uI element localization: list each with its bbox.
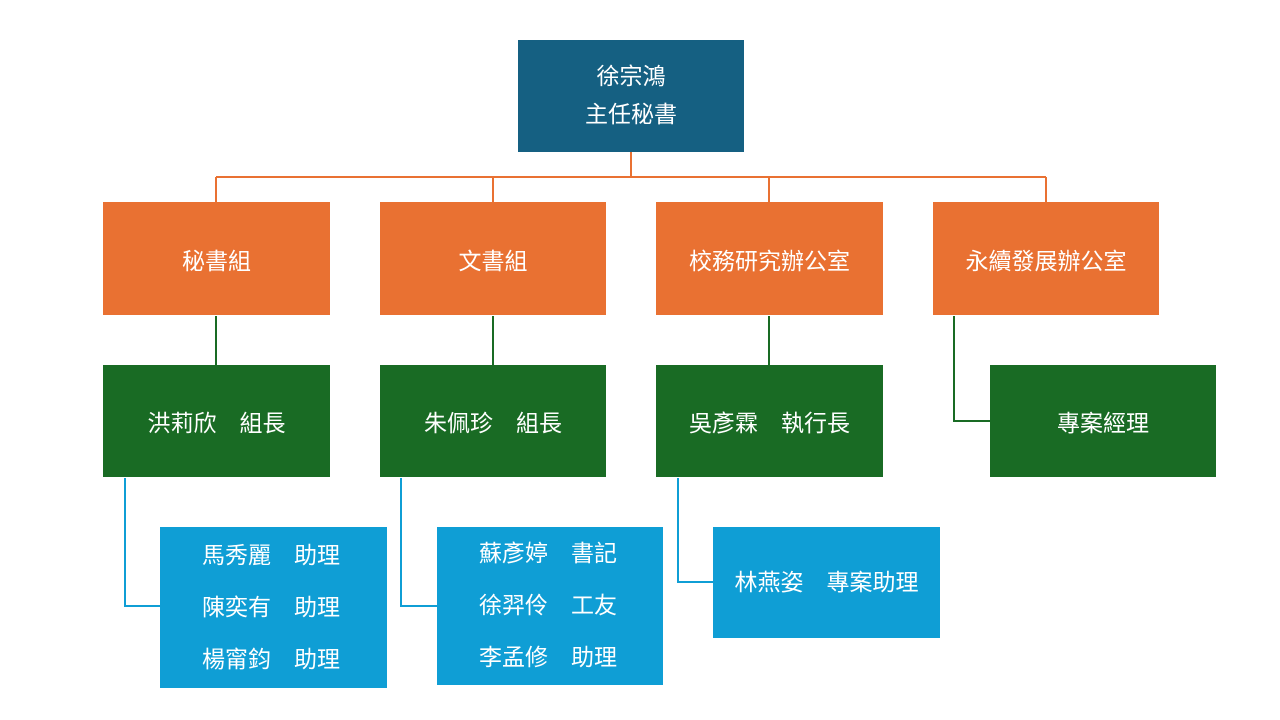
top-title: 主任秘書 <box>585 102 677 128</box>
staff-member: 李孟修 助理 <box>479 645 617 671</box>
dept-label: 校務研究辦公室 <box>689 248 850 275</box>
lead-label: 專案經理 <box>1057 411 1149 437</box>
staff-member: 徐羿伶 工友 <box>479 593 617 619</box>
top-node: 徐宗鴻 主任秘書 <box>518 40 744 152</box>
staff-secretariat: 馬秀麗 助理 陳奕有 助理 楊甯鈞 助理 <box>160 527 387 688</box>
top-connector <box>215 152 1047 202</box>
lead-label: 朱佩珍 組長 <box>424 411 562 437</box>
staff-member: 林燕姿 專案助理 <box>734 569 919 596</box>
dept-lead-connector <box>215 316 990 422</box>
lead-documents: 朱佩珍 組長 <box>380 365 606 477</box>
lead-institutional-research: 吳彥霖 執行長 <box>656 365 883 477</box>
lead-label: 吳彥霖 執行長 <box>689 411 850 437</box>
staff-member: 馬秀麗 助理 <box>202 542 340 569</box>
dept-label: 永續發展辦公室 <box>965 248 1127 275</box>
staff-documents: 蘇彥婷 書記 徐羿伶 工友 李孟修 助理 <box>437 527 663 685</box>
staff-member: 蘇彥婷 書記 <box>479 541 617 567</box>
lead-sustainability: 專案經理 <box>990 365 1216 477</box>
dept-institutional-research: 校務研究辦公室 <box>656 202 883 315</box>
top-name: 徐宗鴻 <box>596 64 666 90</box>
dept-label: 秘書組 <box>182 248 251 275</box>
dept-sustainability: 永續發展辦公室 <box>933 202 1159 315</box>
lead-label: 洪莉欣 組長 <box>147 411 286 437</box>
staff-member: 楊甯鈞 助理 <box>202 646 340 673</box>
staff-institutional-research: 林燕姿 專案助理 <box>713 527 940 638</box>
lead-staff-connector <box>124 478 713 607</box>
lead-secretariat: 洪莉欣 組長 <box>103 365 330 477</box>
dept-secretariat: 秘書組 <box>103 202 330 315</box>
staff-member: 陳奕有 助理 <box>202 594 340 621</box>
dept-documents: 文書組 <box>380 202 606 315</box>
dept-label: 文書組 <box>458 248 528 275</box>
